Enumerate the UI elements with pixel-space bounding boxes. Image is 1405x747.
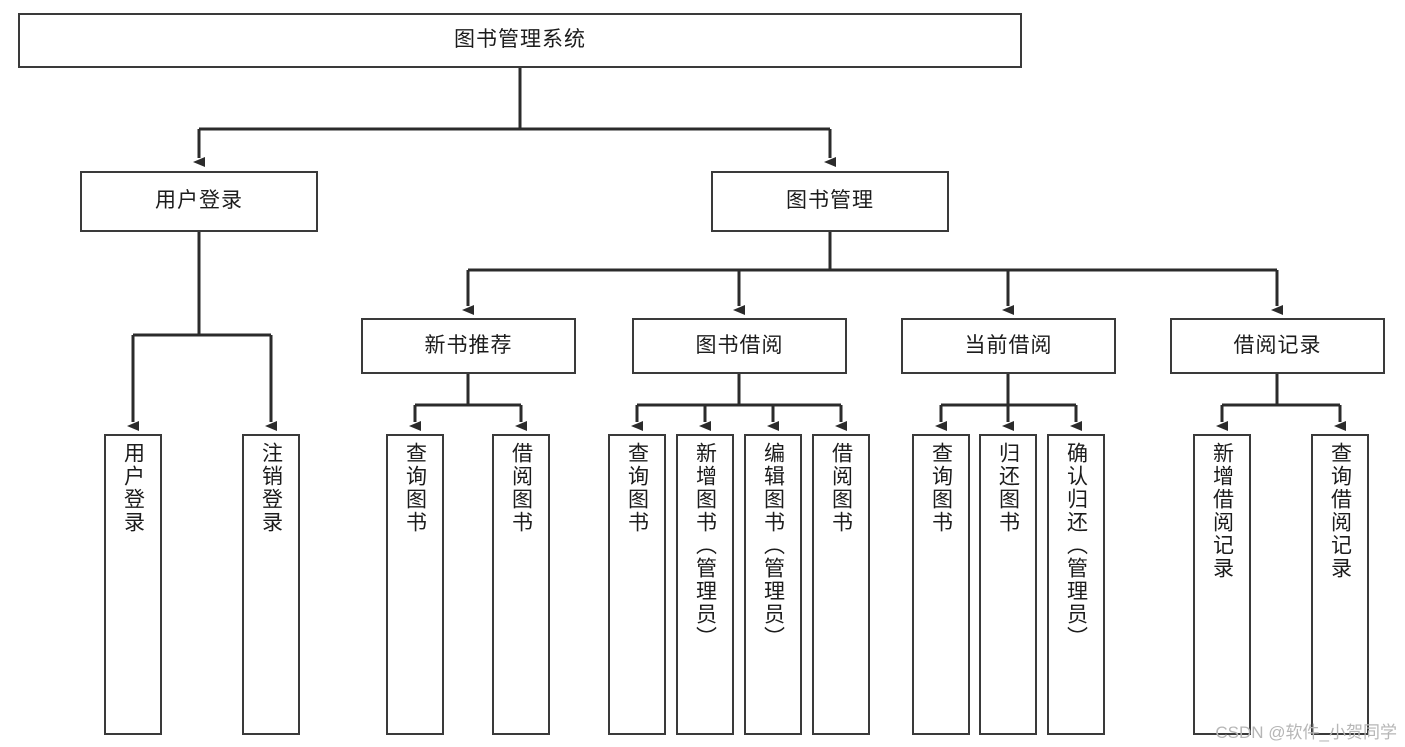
leaf-add-borrow-record[interactable]: 新增借阅记录 [1193,434,1251,735]
csdn-watermark: CSDN @软件_小贺同学 [1215,723,1397,742]
node-user-login-label: 用户登录 [155,189,243,213]
node-new-book-recommend[interactable]: 新书推荐 [361,318,576,374]
leaf-logout-label: 注销登录 [259,442,283,534]
node-root[interactable]: 图书管理系统 [18,13,1022,68]
leaf-query-book-borrow-label: 查询图书 [625,442,649,534]
node-book-borrow[interactable]: 图书借阅 [632,318,847,374]
node-user-login[interactable]: 用户登录 [80,171,318,232]
leaf-confirm-return-admin-label: 确认归还（管理员） [1064,442,1088,649]
leaf-add-borrow-record-label: 新增借阅记录 [1210,442,1234,580]
leaf-query-borrow-record-label: 查询借阅记录 [1328,442,1352,580]
leaf-borrow-book-label: 借阅图书 [829,442,853,534]
node-root-label: 图书管理系统 [454,28,586,52]
leaf-add-book-admin-label: 新增图书（管理员） [693,442,717,649]
node-current-borrow-label: 当前借阅 [964,333,1053,357]
leaf-query-book-recommend-label: 查询图书 [403,442,427,534]
leaf-edit-book-admin-label: 编辑图书（管理员） [761,442,785,649]
leaf-return-book[interactable]: 归还图书 [979,434,1037,735]
leaf-user-login-label: 用户登录 [121,442,145,534]
leaf-query-book-recommend[interactable]: 查询图书 [386,434,444,735]
node-new-book-recommend-label: 新书推荐 [424,333,513,357]
leaf-borrow-book-recommend-label: 借阅图书 [509,442,533,534]
leaf-confirm-return-admin[interactable]: 确认归还（管理员） [1047,434,1105,735]
leaf-query-book-current[interactable]: 查询图书 [912,434,970,735]
node-book-management-label: 图书管理 [786,189,874,213]
leaf-query-book-borrow[interactable]: 查询图书 [608,434,666,735]
node-borrow-record[interactable]: 借阅记录 [1170,318,1385,374]
leaf-borrow-book[interactable]: 借阅图书 [812,434,870,735]
leaf-logout[interactable]: 注销登录 [242,434,300,735]
leaf-edit-book-admin[interactable]: 编辑图书（管理员） [744,434,802,735]
leaf-query-book-current-label: 查询图书 [929,442,953,534]
node-current-borrow[interactable]: 当前借阅 [901,318,1116,374]
leaf-query-borrow-record[interactable]: 查询借阅记录 [1311,434,1369,735]
node-book-management[interactable]: 图书管理 [711,171,949,232]
leaf-user-login[interactable]: 用户登录 [104,434,162,735]
node-book-borrow-label: 图书借阅 [695,333,784,357]
leaf-borrow-book-recommend[interactable]: 借阅图书 [492,434,550,735]
node-borrow-record-label: 借阅记录 [1233,333,1322,357]
leaf-add-book-admin[interactable]: 新增图书（管理员） [676,434,734,735]
leaf-return-book-label: 归还图书 [996,442,1020,534]
